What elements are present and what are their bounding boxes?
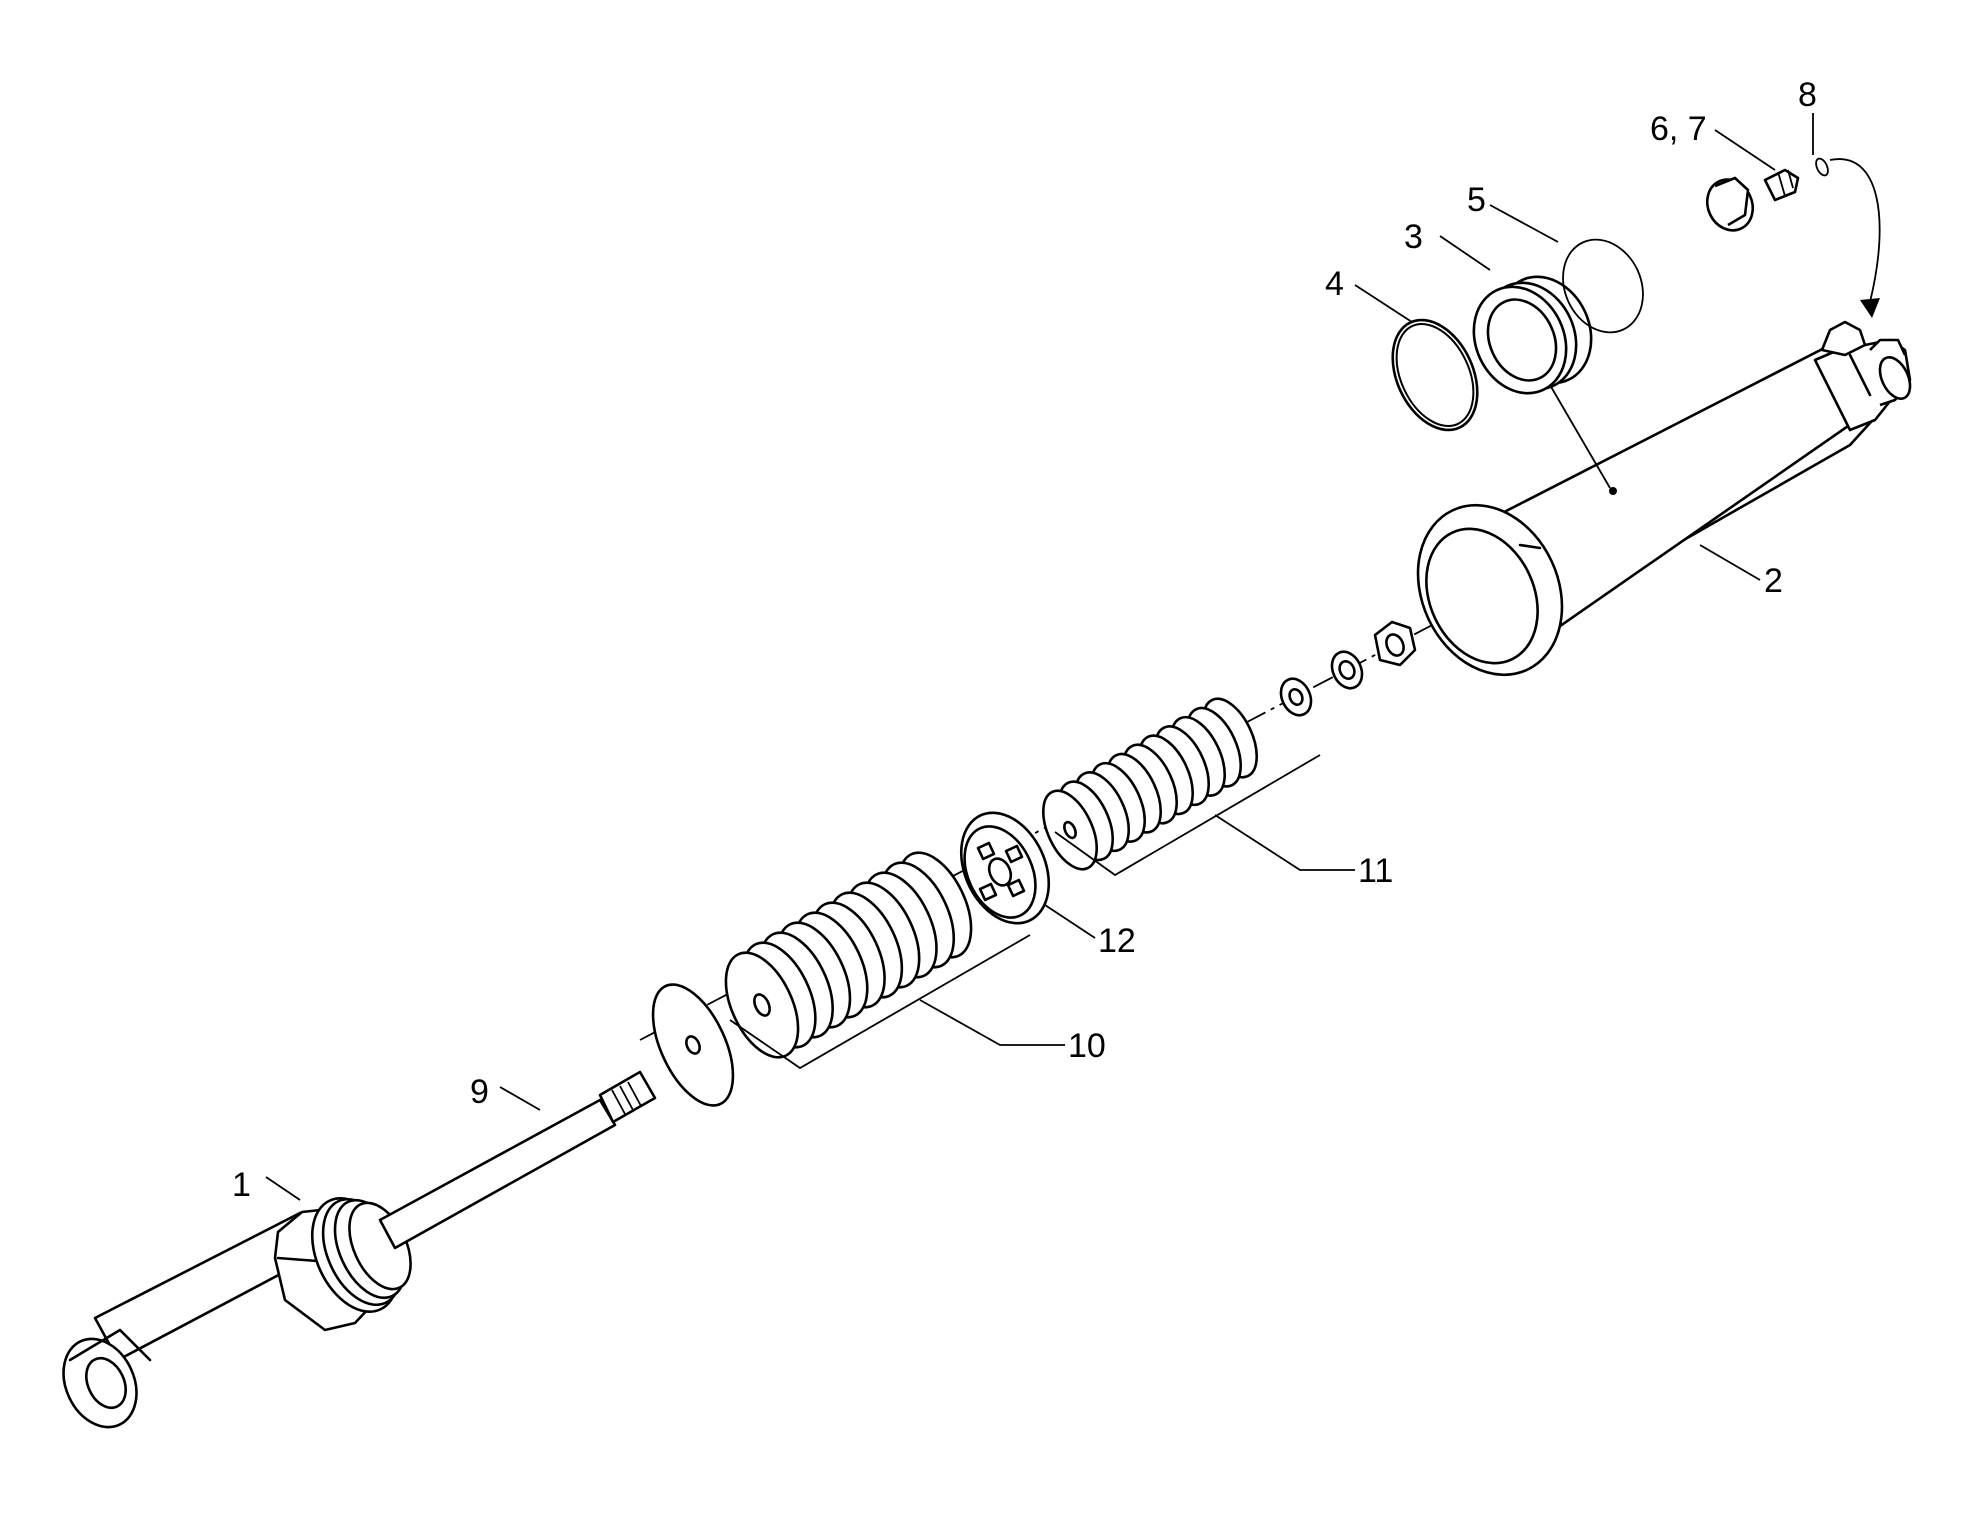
washer-large — [651, 983, 735, 1107]
callout-12: 12 — [1098, 922, 1136, 960]
leader-dot — [1609, 487, 1617, 495]
cap-and-grease-fitting — [1705, 168, 1800, 232]
rear-eye — [1878, 356, 1912, 400]
lock-nut — [1373, 620, 1417, 667]
callout-11: 11 — [1358, 852, 1393, 890]
spring-stack-11 — [1042, 697, 1258, 871]
washer-small-2 — [1330, 650, 1364, 690]
spring-stack-10 — [724, 851, 973, 1059]
spring-11-bore — [1063, 820, 1077, 840]
small-ring-8 — [1815, 157, 1829, 177]
callout-4: 4 — [1325, 265, 1344, 303]
callout-labels: 1 2 3 4 5 6, 7 8 9 10 11 12 — [232, 76, 1817, 1204]
washer-small-1 — [1279, 677, 1313, 717]
callout-1: 1 — [232, 1166, 251, 1204]
rod-thread-end — [598, 1070, 657, 1124]
callout-9: 9 — [470, 1073, 489, 1111]
cylinder-barrel-2 — [1416, 320, 1912, 677]
assembly-arrow — [1829, 158, 1881, 318]
guide-ring-3 — [1472, 275, 1593, 395]
piston-rod-assembly — [62, 1070, 657, 1429]
o-ring-4 — [1391, 318, 1479, 432]
piston-12 — [959, 811, 1051, 925]
seal-5 — [1562, 238, 1644, 334]
spring-10-bore — [753, 993, 771, 1017]
callout-10: 10 — [1068, 1027, 1106, 1065]
callout-8: 8 — [1798, 76, 1817, 114]
callout-2: 2 — [1764, 562, 1783, 600]
piston-rod-9 — [378, 1098, 617, 1250]
callout-3: 3 — [1404, 218, 1423, 256]
callout-6-7: 6, 7 — [1650, 110, 1707, 148]
callout-5: 5 — [1467, 181, 1486, 219]
leader-lines — [265, 113, 1814, 1201]
rod-eye-hole — [85, 1356, 127, 1410]
